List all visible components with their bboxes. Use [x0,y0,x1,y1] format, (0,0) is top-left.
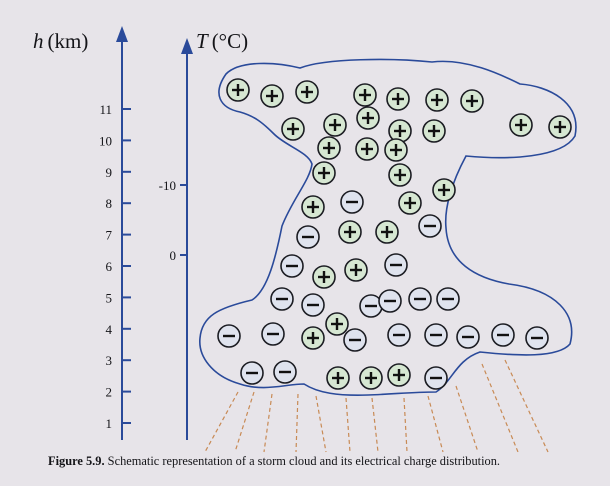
temperature-axis: T(°C) -10 0 [159,29,248,440]
negative-charge-icon [378,289,402,313]
height-tick-label: 6 [106,259,113,274]
positive-charge-icon [386,87,410,111]
positive-charge-icon [356,106,380,130]
positive-charge-icon [326,366,350,390]
height-tick-label: 3 [106,353,113,368]
negative-charge-icon [280,254,304,278]
positive-charge-icon [295,80,319,104]
positive-charge-icon [260,84,284,108]
height-tick-label: 4 [106,322,113,337]
negative-charge-icon [408,287,432,311]
positive-charge-icon [388,163,412,187]
positive-charge-icon [460,89,484,113]
positive-charge-icon [388,119,412,143]
figure-caption: Figure 5.9. Schematic representation of … [48,454,608,469]
height-tick-label: 10 [99,133,112,148]
positive-charge-icon [312,265,336,289]
height-tick-label: 2 [106,385,113,400]
height-tick-label: 8 [106,196,113,211]
positive-charge-icon [301,326,325,350]
positive-charge-icon [384,138,408,162]
positive-charge-icon [281,117,305,141]
positive-charge-icon [422,119,446,143]
negative-charge-icon [296,225,320,249]
negative-charge-icon [491,323,515,347]
negative-charge-icon [270,287,294,311]
temperature-tick-label: -10 [159,178,176,193]
negative-charge-icon [418,214,442,238]
height-tick-label: 1 [106,416,113,431]
negative-charge-icon [387,323,411,347]
positive-charge-icon [548,115,572,139]
positive-charge-icon [323,113,347,137]
height-axis-arrow [116,26,128,42]
negative-charge-icon [273,360,297,384]
storm-cloud-outline [199,58,577,396]
temperature-tick-label: 0 [170,248,177,263]
positive-charge-icon [338,220,362,244]
negative-charge-icon [301,293,325,317]
caption-text: Schematic representation of a storm clou… [107,454,501,468]
height-axis-label: h(km) [33,29,88,53]
negative-charge-icon [240,361,264,385]
negative-charge-icon [217,324,241,348]
negative-charge-icon [424,323,448,347]
height-tick-label: 9 [106,165,113,180]
height-tick-label: 5 [106,290,113,305]
negative-charge-icon [456,325,480,349]
height-tick-label: 11 [99,102,112,117]
positive-charge-icon [226,78,250,102]
positive-charge-icon [344,258,368,282]
positive-charge-icon [301,195,325,219]
caption-label: Figure 5.9. [48,454,105,468]
positive-charge-icon [375,220,399,244]
temperature-axis-label: T(°C) [196,29,248,53]
negative-charge-icon [525,326,549,350]
negative-charge-icon [340,190,364,214]
discharge-streaks [204,359,549,453]
positive-charge-icon [398,191,422,215]
negative-charge-icon [384,253,408,277]
positive-charge-icon [355,137,379,161]
positive-charge-icon [312,161,336,185]
positive-charge-icon [509,113,533,137]
negative-charge-icon [424,366,448,390]
positive-charge-icon [359,366,383,390]
positive-charge-icon [325,312,349,336]
positive-charge-icon [387,363,411,387]
negative-charge-icon [436,287,460,311]
positive-charge-icon [425,88,449,112]
positive-charge-icon [353,83,377,107]
negative-charge-icon [261,322,285,346]
height-tick-label: 7 [106,228,113,243]
temperature-axis-arrow [181,38,193,54]
negative-charge-icon [343,328,367,352]
height-axis: h(km) 1 2 3 4 5 6 7 8 9 10 11 [33,26,131,440]
charge-markers [217,78,572,390]
positive-charge-icon [432,178,456,202]
positive-charge-icon [317,136,341,160]
